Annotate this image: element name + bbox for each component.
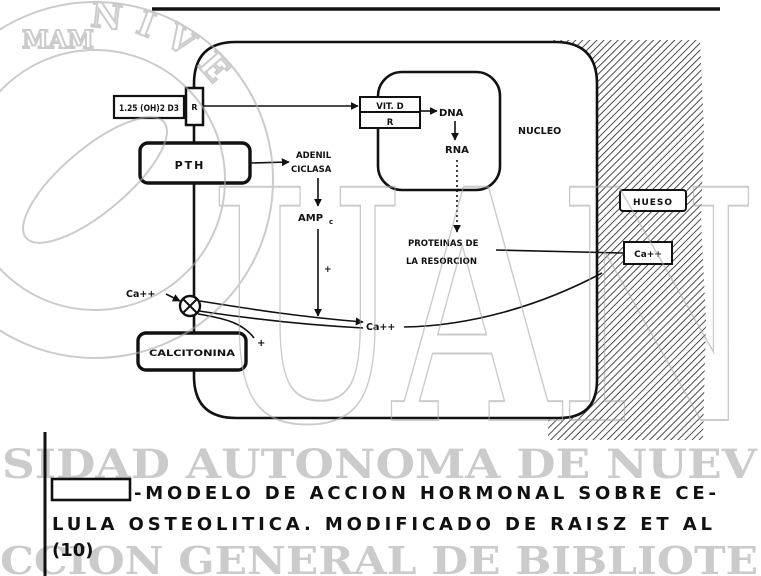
calcium-channel-x-icon [178,294,202,318]
membrane-receptor: R [184,86,205,127]
camp-plus-sign: + [324,265,332,275]
seal-motto-lettering: MAM [22,25,94,54]
vit-d-receptor-complex: VIT. D R [359,96,421,129]
pth-label: PTH [175,159,206,172]
proteins-to-bone-calcium-line [495,249,624,254]
caption-line-3: (10) [52,540,94,561]
resorption-proteins-label-line-1: PROTEINAS DE [408,239,479,249]
calcitonin-receptor: CALCITONINA [136,331,248,372]
resorption-proteins-label-line-2: LA RESORCION [406,257,477,267]
seal-atom-orbit [22,116,168,244]
camp-label: AMP [298,213,323,224]
adenyl-cyclase-label-line-1: ADENIL [296,151,332,161]
caption-line-2: LULA OSTEOLITICA. MODIFICADO DE RAISZ ET… [52,514,712,535]
arrow-pth-to-adenyl-cyclase [249,158,290,167]
calcitonin-box [136,331,248,372]
calcitonin-label: CALCITONINA [149,349,236,359]
vitamin-d-ligand-label: 1.25 (OH)2 D3 [119,104,179,114]
bone-label-box [619,189,687,212]
watermark-monogram: UAN [212,121,757,496]
bone-calcium-text: Ca++ [634,250,662,260]
watermark-band-upper: SIDAD AUTONOMA DE NUEV [2,441,758,488]
bone-label-text: HUESO [633,198,673,208]
arrow-calcium-to-channel [165,293,181,302]
calcium-to-bone-path [403,272,603,328]
vit-d-label: VIT. D [376,102,404,112]
calcitonin-plus-sign: + [257,338,265,349]
calcium-entry-label: Ca++ [126,289,155,300]
calcitonin-to-channel-path [197,313,255,339]
camp-subscript: c [329,218,333,226]
calcium-influx-path-upper [199,300,364,326]
bone-label: HUESO [619,189,687,212]
bone-calcium-label: Ca++ [623,241,673,265]
calcium-influx-path-lower [198,310,364,329]
calcium-cytosol-label: Ca++ [366,322,395,333]
dna-label: DNA [439,108,464,119]
seal-inner-ring [0,49,226,311]
bone-calcium-box [623,241,673,265]
vit-d-receptor-label: R [387,118,394,128]
rna-label: RNA [445,145,469,156]
watermark-band-lower: CCION GENERAL DE BIBLIOTE [0,538,758,576]
adenyl-cyclase-label-line-2: CICLASA [291,165,332,175]
vitamin-d-ligand: 1.25 (OH)2 D3 [112,94,186,120]
caption-line-1: -MODELO DE ACCION HORMONAL SOBRE CE- [134,483,716,504]
calcium-channel-x-stroke-b [182,298,198,314]
nucleus-label: NUCLEO [518,126,561,137]
seal-outer-ring [0,1,274,359]
caption-figure-number-box [50,477,132,502]
membrane-receptor-label: R [191,103,197,112]
